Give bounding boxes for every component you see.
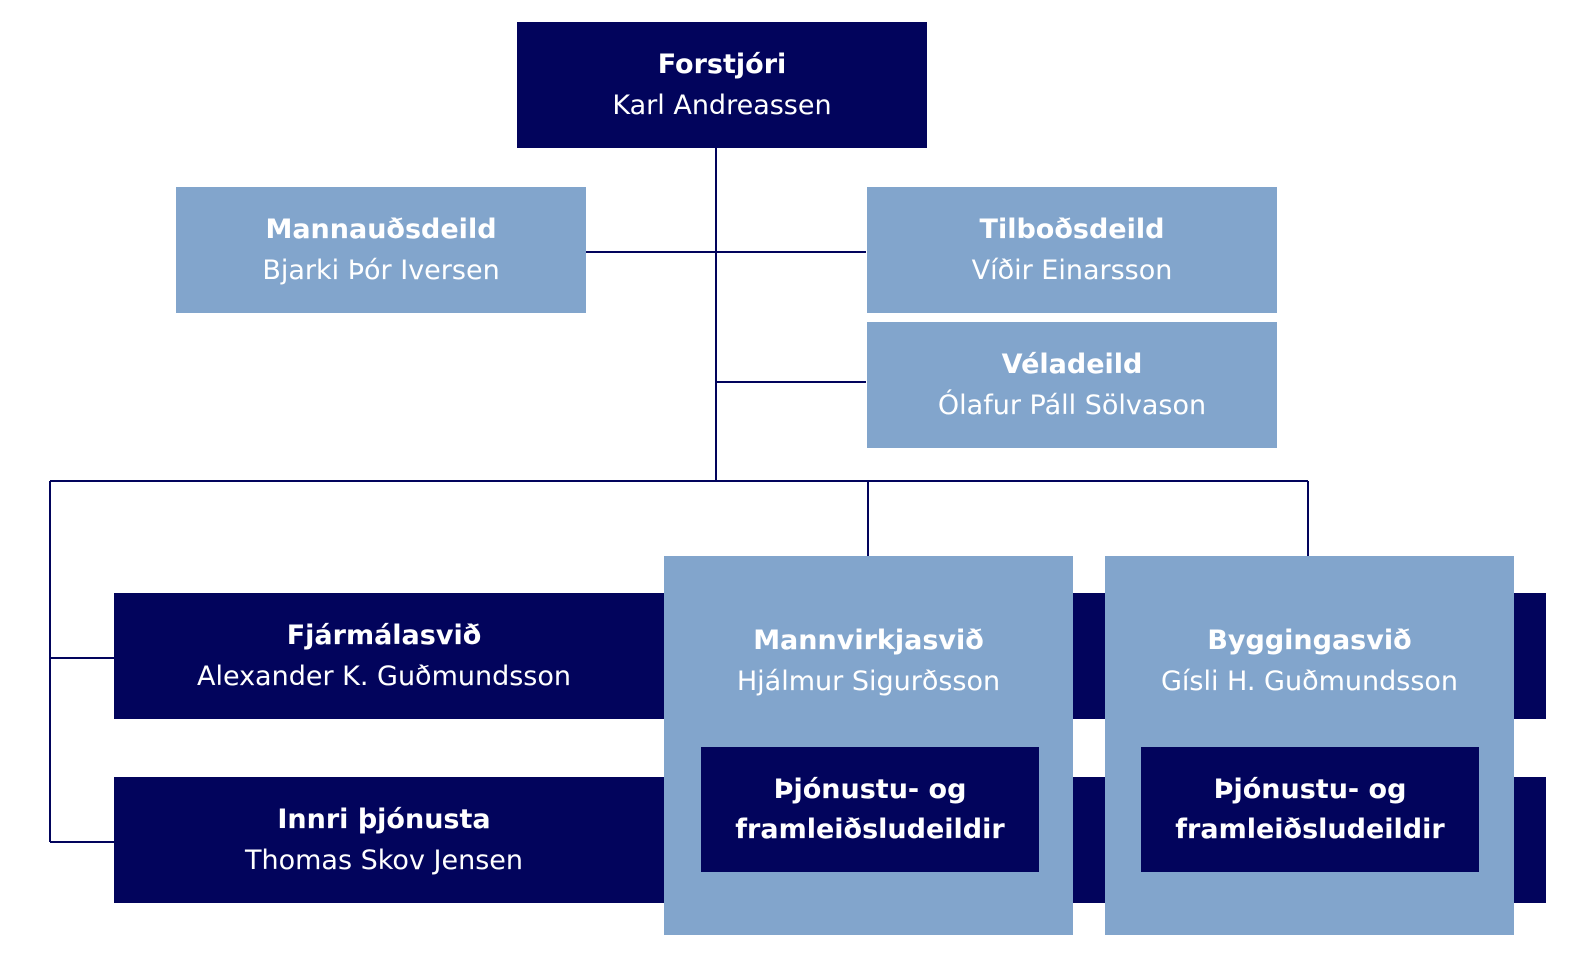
infrastructure-service-units-box: Þjónustu- og framleiðsludeildir <box>701 747 1039 872</box>
internal-services-name: Thomas Skov Jensen <box>245 845 523 876</box>
infrastructure-division-box: Mannvirkjasvið Hjálmur Sigurðsson <box>664 556 1073 935</box>
hr-department-name: Bjarki Þór Iversen <box>262 255 500 286</box>
ceo-name: Karl Andreassen <box>612 90 832 121</box>
machinery-department-name: Ólafur Páll Sölvason <box>937 390 1207 421</box>
internal-services-title: Innri þjónusta <box>277 804 491 835</box>
construction-division-box: Byggingasvið Gísli H. Guðmundsson <box>1105 556 1514 935</box>
infrastructure-division-title: Mannvirkjasvið <box>753 625 984 656</box>
finance-title: Fjármálasvið <box>286 620 482 651</box>
infrastructure-service-units-line1: Þjónustu- og <box>773 773 967 805</box>
machinery-department-title: Véladeild <box>1001 349 1143 380</box>
infrastructure-service-units-line2: framleiðsludeildir <box>735 813 1005 845</box>
tender-department-name: Víðir Einarsson <box>971 255 1173 286</box>
construction-service-units-line1: Þjónustu- og <box>1213 773 1407 805</box>
tender-department-box: Tilboðsdeild Víðir Einarsson <box>867 187 1277 313</box>
hr-department-title: Mannauðsdeild <box>265 214 497 245</box>
construction-service-units-box: Þjónustu- og framleiðsludeildir <box>1141 747 1479 872</box>
finance-name: Alexander K. Guðmundsson <box>196 661 572 692</box>
construction-service-units-line2: framleiðsludeildir <box>1175 813 1445 845</box>
construction-division-name: Gísli H. Guðmundsson <box>1160 666 1459 697</box>
hr-department-box: Mannauðsdeild Bjarki Þór Iversen <box>176 187 586 313</box>
machinery-department-box: Véladeild Ólafur Páll Sölvason <box>867 322 1277 448</box>
infrastructure-division-name: Hjálmur Sigurðsson <box>736 666 1001 697</box>
construction-division-title: Byggingasvið <box>1207 625 1412 656</box>
tender-department-title: Tilboðsdeild <box>979 214 1165 245</box>
ceo-title: Forstjóri <box>657 49 787 80</box>
ceo-box: Forstjóri Karl Andreassen <box>517 22 927 148</box>
